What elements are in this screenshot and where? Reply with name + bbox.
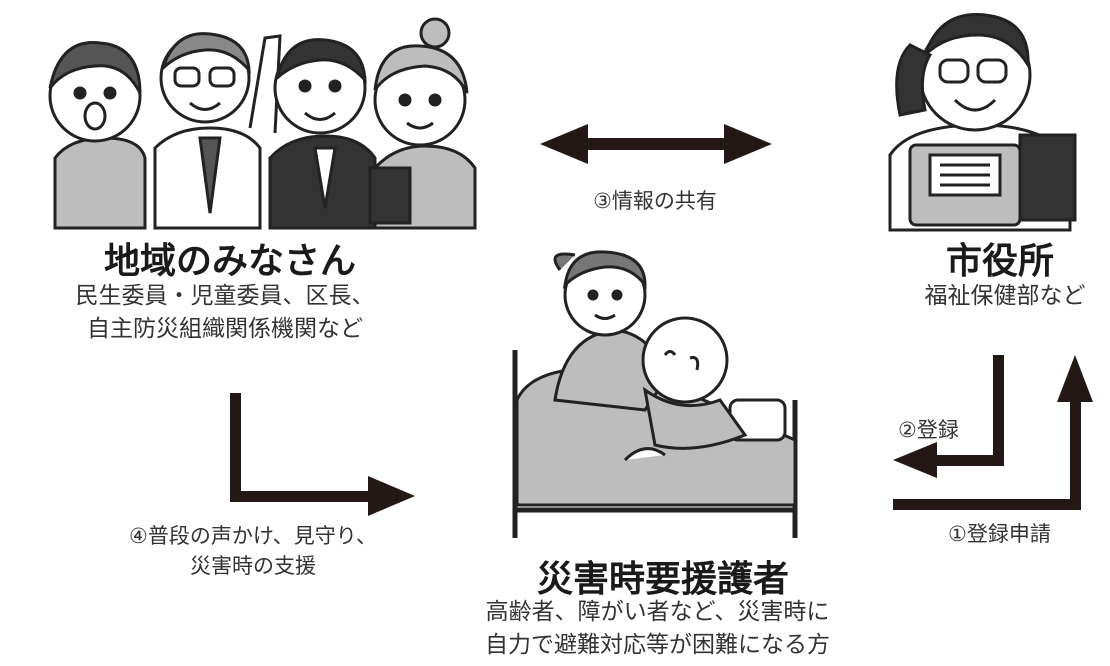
register-arrow (893, 355, 1004, 478)
support-label-line-2: 災害時の支援 (190, 554, 316, 579)
caregiver-with-patient-icon (512, 250, 798, 538)
apply-label: ①登録申請 (948, 522, 1051, 546)
community-desc-line-1: 民生委員・児童委員、区長、 (75, 283, 375, 309)
support-label-line-1: ④普段の声かけ、見守り、 (129, 524, 377, 548)
group-of-people-icon (48, 17, 477, 230)
register-label: ②登録 (898, 418, 959, 442)
community-desc-line-2: 自主防災組織関係機関など (87, 316, 363, 343)
city-hall-desc-line-1: 福祉保健部など (924, 283, 1086, 309)
support-label: ④普段の声かけ、見守り、 災害時の支援 (88, 521, 418, 582)
vulnerable-description: 高齢者、障がい者など、災害時に 自力で避難対応等が困難になる方 (455, 596, 860, 663)
share-double-arrow (540, 124, 772, 164)
clerk-on-phone-icon (888, 13, 1077, 232)
community-title: 地域のみなさん (103, 241, 356, 282)
community-description: 民生委員・児童委員、区長、 自主防災組織関係機関など (25, 280, 425, 347)
vulnerable-title: 災害時要援護者 (536, 559, 789, 600)
support-arrow (230, 393, 415, 516)
share-info-label: ③情報の共有 (593, 189, 717, 213)
city-hall-description: 福祉保健部など (905, 280, 1105, 313)
apply-arrow (893, 355, 1093, 510)
vulnerable-desc-line-2: 自力で避難対応等が困難になる方 (485, 632, 830, 659)
city-hall-title: 市役所 (945, 241, 1054, 282)
vulnerable-desc-line-1: 高齢者、障がい者など、災害時に (485, 599, 830, 625)
